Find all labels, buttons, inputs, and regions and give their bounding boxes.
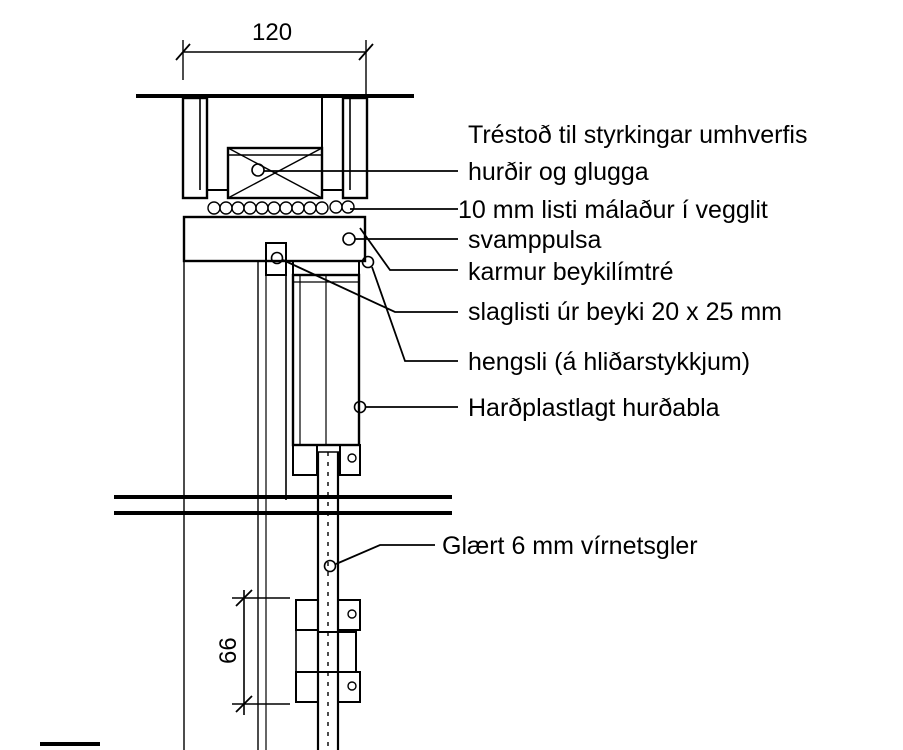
dimension-120: 120 <box>175 19 374 95</box>
dimension-66: 66 <box>215 589 290 715</box>
wall-stud-left <box>181 96 228 200</box>
wall-stud-right <box>322 96 369 200</box>
label-glass: Glært 6 mm vírnetsgler <box>442 532 698 560</box>
floor-lines <box>114 495 452 515</box>
door-leaf <box>291 255 375 447</box>
label-stop: slaglisti úr beyki 20 x 25 mm <box>468 298 782 326</box>
label-stud-line1: Tréstoð til styrkingar umhverfis <box>468 121 807 149</box>
wall-lines <box>183 261 267 750</box>
labels: Tréstoð til styrkingar umhverfis hurðir … <box>442 121 807 560</box>
stop-strip <box>265 242 287 500</box>
mid-rail-profile <box>295 599 361 703</box>
label-trim: 10 mm listi málaður í vegglit <box>458 196 768 224</box>
dimension-66-label: 66 <box>215 637 242 664</box>
label-stud-line2: hurðir og glugga <box>468 158 649 186</box>
dimension-120-label: 120 <box>252 19 292 46</box>
label-hinge: hengsli (á hliðarstykkjum) <box>468 348 750 376</box>
label-door-leaf: Harðplastlagt hurðabla <box>468 394 720 422</box>
leader-lines <box>264 170 458 565</box>
label-frame: karmur beykilímtré <box>468 258 674 286</box>
glass-bead-upper <box>292 444 361 476</box>
door-frame <box>182 215 367 263</box>
label-sponge: svamppulsa <box>468 226 601 254</box>
reinforcing-stud <box>226 146 324 200</box>
sponge-rope <box>207 200 355 215</box>
